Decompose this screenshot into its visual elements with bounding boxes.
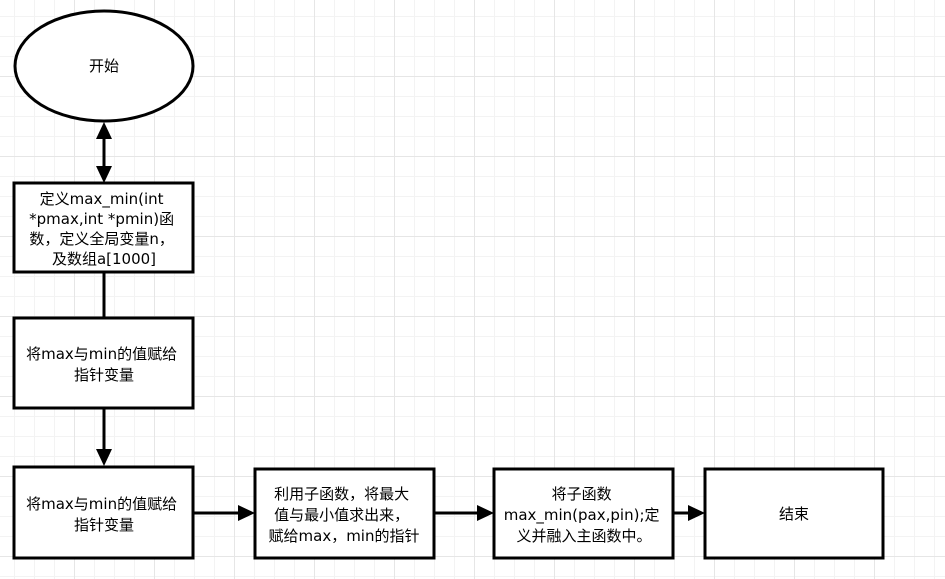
subfunction-line-2: 值与最小值求出来， (274, 506, 409, 524)
arrowhead-right-icon (477, 505, 494, 521)
node-define[interactable]: 定义max_min(int *pmax,int *pmin)函 数，定义全局变量… (12, 181, 195, 274)
merge-box (492, 467, 675, 560)
svg-text:开始: 开始 (89, 57, 119, 75)
svg-text:结束: 结束 (779, 505, 809, 523)
merge-line-3: 义并融入主函数中。 (516, 527, 651, 545)
define-line-3: 数，定义全局变量n， (29, 230, 174, 248)
svg-text:定义max_min(int *pmax,int: 定义max_min(int *pmax,int *pmin)函 数，定义全局变量… (29, 190, 179, 268)
arrowhead-down-icon (96, 166, 112, 183)
node-end[interactable]: 结束 (703, 467, 885, 560)
arrowhead-down-icon (96, 449, 112, 466)
assign-1-box (12, 316, 195, 410)
arrowhead-right-icon (238, 505, 255, 521)
end-label: 结束 (779, 505, 809, 523)
assign-1-line-2: 指针变量 (74, 366, 134, 384)
connectors (96, 122, 705, 521)
start-ellipse (13, 9, 195, 123)
subfunction-box (253, 467, 436, 560)
merge-line-2: max_min(pax,pin);定 (504, 506, 660, 525)
assign-2-line-2: 指针变量 (74, 516, 134, 534)
subfunction-line-3: 赋给max，min的指针 (269, 527, 420, 545)
arrowhead-up-icon (96, 122, 112, 139)
assign-2-line-1: 将max与min的值赋给 (26, 495, 177, 513)
svg-text:将max与min的值赋给 指针变量: 将max与min的值赋给 指针变量 (26, 345, 182, 384)
assign-1-line-1: 将max与min的值赋给 (26, 345, 177, 363)
subfunction-line-1: 利用子函数，将最大 (274, 485, 409, 503)
node-subfunction[interactable]: 利用子函数，将最大 值与最小值求出来， 赋给max，min的指针 (253, 467, 436, 560)
start-label: 开始 (89, 57, 119, 75)
arrowhead-right-icon (688, 505, 705, 521)
end-box (703, 467, 885, 560)
define-line-4: 及数组a[1000] (52, 250, 156, 268)
define-box (12, 181, 195, 274)
svg-text:将max与min的值赋给 指针变量: 将max与min的值赋给 指针变量 (26, 495, 182, 534)
svg-text:将子函数 max_min(pax,pin);定: 将子函数 max_min(pax,pin);定 义并融入主函数中。 (504, 485, 665, 545)
node-merge[interactable]: 将子函数 max_min(pax,pin);定 义并融入主函数中。 (492, 467, 675, 560)
define-line-2: *pmax,int *pmin)函 (29, 210, 174, 228)
assign-2-box (12, 465, 195, 560)
node-start[interactable]: 开始 (13, 9, 195, 123)
merge-line-1: 将子函数 (552, 485, 612, 503)
define-line-1: 定义max_min(int (40, 190, 164, 209)
node-assign-1[interactable]: 将max与min的值赋给 指针变量 (12, 316, 195, 410)
node-assign-2[interactable]: 将max与min的值赋给 指针变量 (12, 465, 195, 560)
svg-text:利用子函数，将最大 值与最小值求出来，: 利用子函数，将最大 值与最小值求出来， 赋给max，min的指针 (269, 485, 420, 545)
